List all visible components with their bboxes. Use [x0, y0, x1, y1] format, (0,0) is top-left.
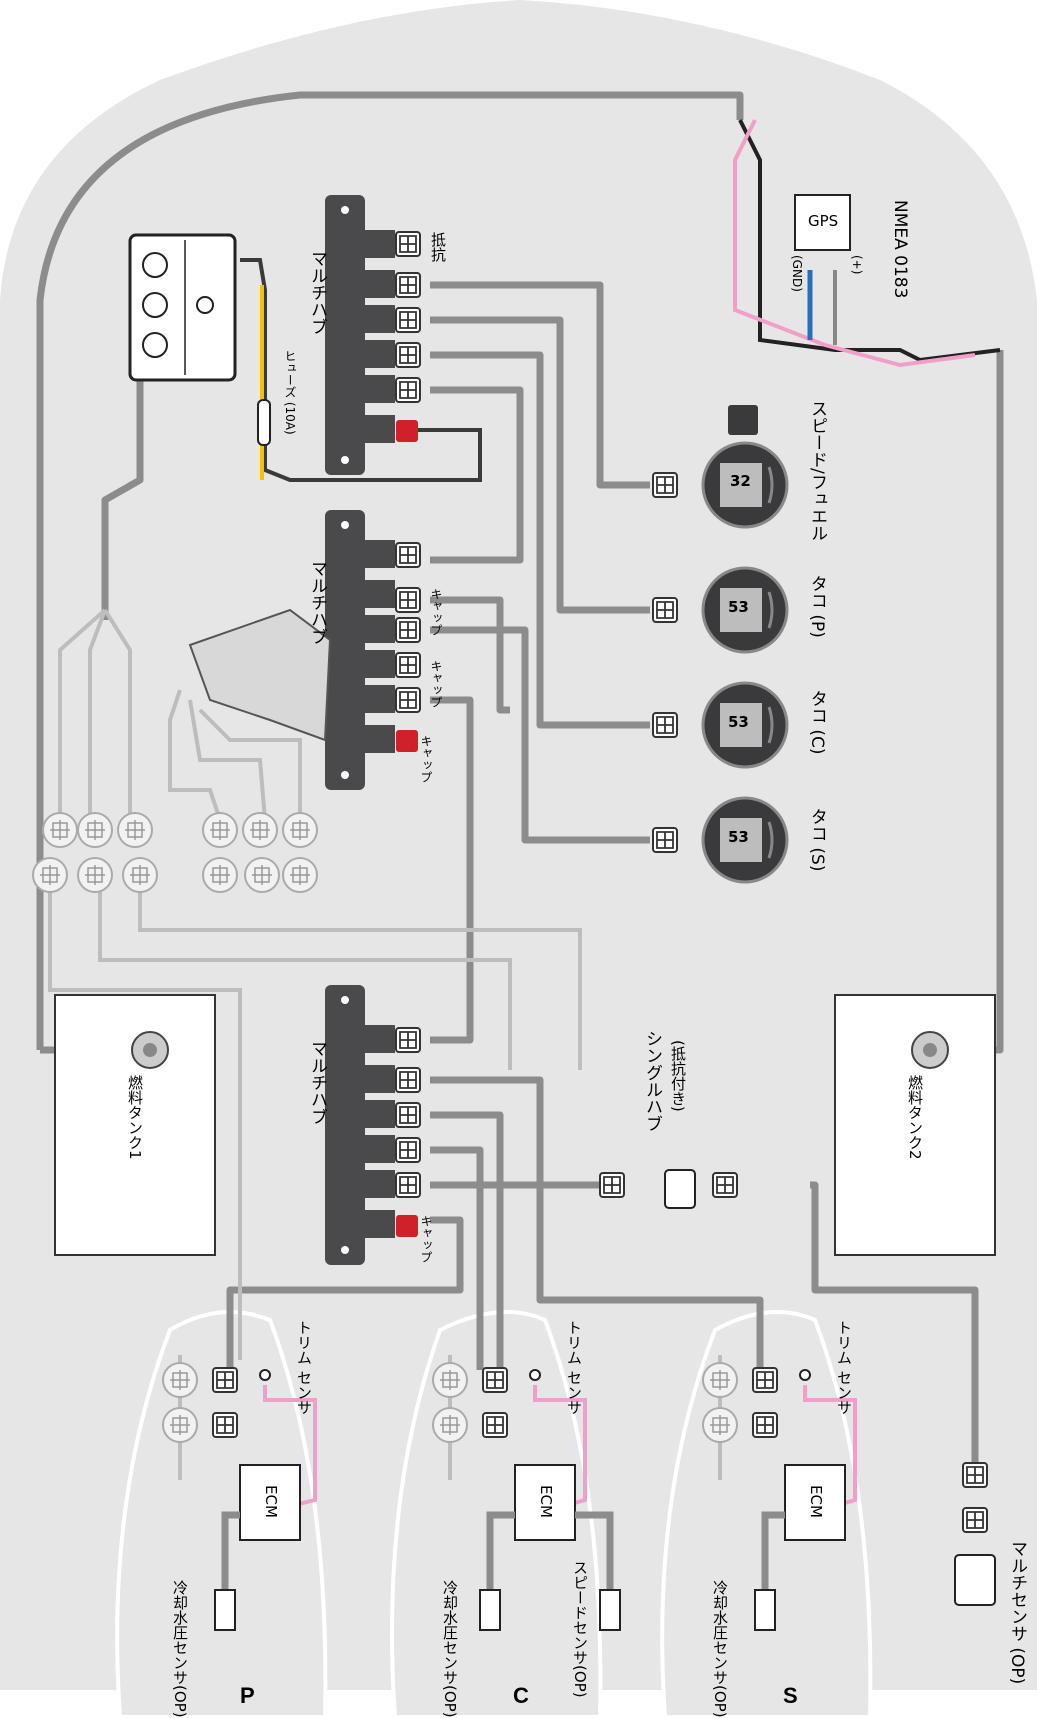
tank-sender-icon: [131, 1031, 169, 1069]
gauge-speed-value: 32: [730, 472, 751, 490]
nmea-label: NMEA 0183: [890, 200, 910, 299]
trim-sensor-label-p: トリム センサ: [295, 1320, 313, 1415]
coolant-line1: 冷却水圧: [171, 1580, 189, 1640]
multihub-label-1: マルチハブ: [307, 250, 327, 335]
ecm-label-s: ECM: [807, 1485, 825, 1518]
cap-label-4: キャップ: [419, 1215, 433, 1263]
coolant-sensor-label-s: 冷却水圧センサ(OP): [710, 1580, 731, 1718]
tank-sender-icon: [911, 1031, 949, 1069]
gps-antenna-icon: [794, 194, 851, 251]
coolant-line2: センサ(OP): [171, 1640, 189, 1718]
ecm-icon: [784, 1464, 846, 1541]
cap-label-3: キャップ: [419, 735, 433, 783]
resistor-label: 抵抗: [429, 232, 447, 262]
trim-sensor-label-c: トリム センサ: [565, 1320, 583, 1415]
coolant-line1: 冷却水圧: [711, 1580, 729, 1640]
fuse-icon: [257, 399, 271, 446]
plus-label: (+): [850, 255, 864, 275]
throttle-lever-icon: [188, 608, 332, 742]
ecm-label-p: ECM: [262, 1485, 280, 1518]
coolant-sensor-label-p: 冷却水圧センサ(OP): [170, 1580, 191, 1718]
gauge-tacho-value-p: 53: [728, 598, 749, 616]
multihub-label-2: マルチハブ: [307, 560, 327, 645]
gps-label: GPS: [808, 212, 839, 230]
gauge-tacho-value-s: 53: [728, 828, 749, 846]
engine-label-c: C: [513, 1683, 529, 1708]
cap-label-2: キャップ: [429, 660, 443, 708]
multihub-label-3: マルチハブ: [307, 1040, 327, 1125]
fuel-tank-2-box: [834, 994, 996, 1256]
single-hub-label: シングルハブ: [642, 1030, 662, 1132]
coolant-line1: 冷却水圧: [441, 1580, 459, 1640]
multihub-2: [325, 510, 395, 790]
ecm-label-c: ECM: [537, 1485, 555, 1518]
fuel-tank-1-label: 燃料タンク1: [126, 1075, 144, 1160]
cap-3: [396, 1215, 418, 1237]
coolant-sensor-label-c: 冷却水圧センサ(OP): [440, 1580, 461, 1718]
speed-fuel-label: スピード/フュエル: [807, 400, 827, 542]
speed-sensor-label: スピードセンサ(OP): [570, 1560, 591, 1698]
multihub-1: [325, 195, 395, 475]
single-hub-body: [664, 1169, 696, 1209]
trim-sensor-label-s: トリム センサ: [835, 1320, 853, 1415]
cap-2: [396, 730, 418, 752]
multihub-3: [325, 985, 395, 1265]
fuel-tank-1-box: [54, 994, 216, 1256]
ecm-icon: [239, 1464, 301, 1541]
engine-label-p: P: [240, 1683, 255, 1708]
engine-label-s: S: [783, 1683, 798, 1708]
fuel-tank-2-label: 燃料タンク2: [906, 1075, 924, 1160]
tacho-s-label: タコ (S): [807, 808, 827, 872]
gauge-tacho-value-c: 53: [728, 713, 749, 731]
coolant-line2: センサ(OP): [711, 1640, 729, 1718]
tacho-p-label: タコ (P): [807, 575, 827, 638]
tacho-c-label: タコ (C): [807, 690, 827, 755]
coolant-line2: センサ(OP): [441, 1640, 459, 1718]
ecm-icon: [514, 1464, 576, 1541]
fuse-label: ヒューズ (10A): [283, 350, 297, 435]
multi-sensor-label: マルチセンサ (OP): [1007, 1540, 1027, 1685]
single-hub-note: (抵抗付き): [669, 1040, 687, 1112]
cap-1: [396, 420, 418, 442]
cap-label-1: キャップ: [429, 588, 443, 636]
gnd-label: (GND): [790, 255, 804, 292]
speed-sensor-line1: スピードセンサ: [571, 1560, 589, 1665]
speed-sensor-line2: (OP): [571, 1665, 589, 1698]
